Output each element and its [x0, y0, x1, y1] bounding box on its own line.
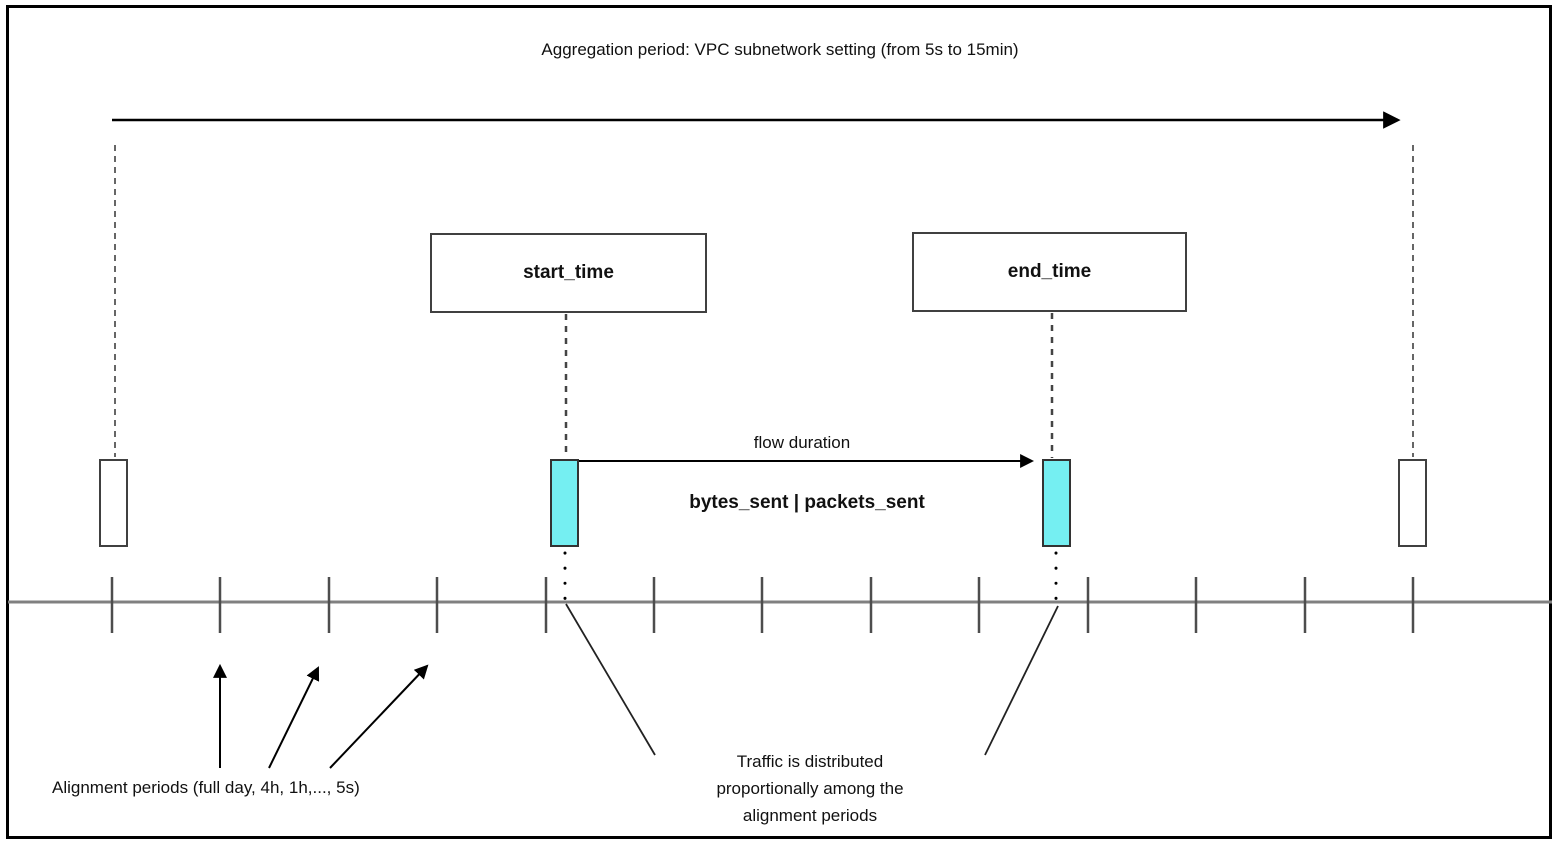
left-boundary-marker-rect	[99, 459, 128, 547]
flow-start-bar	[550, 459, 579, 547]
flow-duration-label: flow duration	[753, 433, 851, 452]
traffic-note-pointer-left	[565, 603, 656, 756]
alignment-periods-label: Alignment periods (full day, 4h, 1h,...,…	[52, 778, 360, 797]
traffic-note-pointer-right	[984, 605, 1059, 756]
start-time-box: start_time	[430, 233, 707, 313]
flow-metrics-label: bytes_sent | packets_sent	[689, 492, 925, 513]
traffic-distribution-note: Traffic is distributed proportionally am…	[716, 748, 903, 829]
end-time-label: end_time	[1007, 261, 1092, 282]
traffic-note-line-3: alignment periods	[742, 806, 878, 825]
traffic-note-line-2: proportionally among the	[716, 779, 904, 798]
alignment-arrow-2	[268, 666, 320, 769]
alignment-arrow-3	[329, 664, 429, 769]
timeline-ticks	[110, 577, 1415, 633]
right-boundary-marker-rect	[1398, 459, 1427, 547]
traffic-note-line-1: Traffic is distributed	[736, 752, 884, 771]
diagram-title: Aggregation period: VPC subnetwork setti…	[541, 40, 1019, 59]
end-time-box: end_time	[912, 232, 1187, 312]
start-time-label: start_time	[523, 262, 614, 283]
flow-end-bar	[1042, 459, 1071, 547]
